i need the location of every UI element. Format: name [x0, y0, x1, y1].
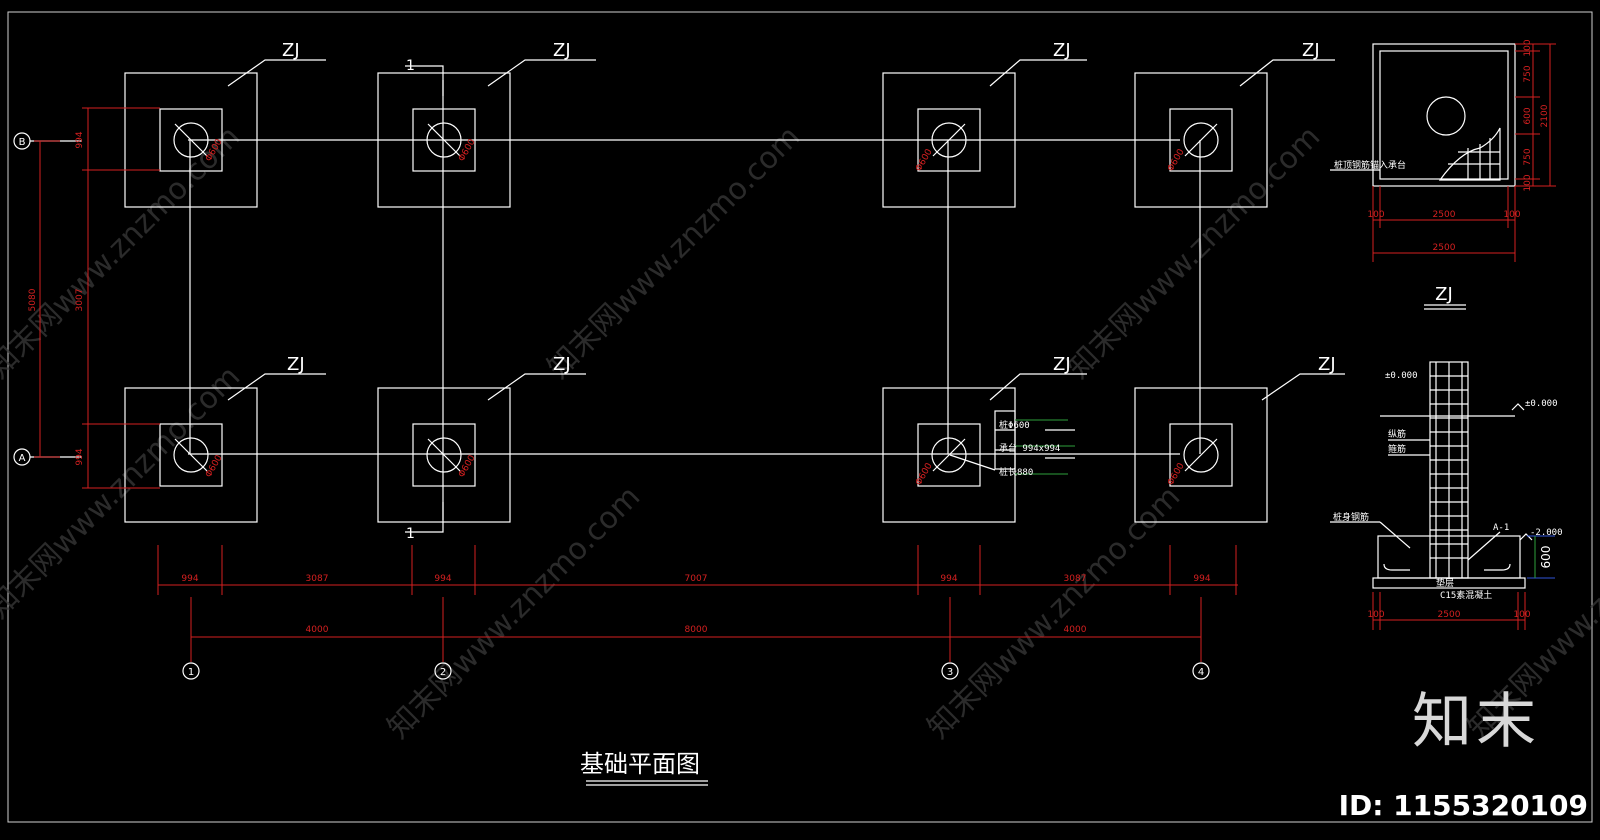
pile-labels: Φ600 Φ600 Φ600 Φ600 Φ600 Φ600 Φ600 Φ600 [204, 137, 1187, 487]
brand-logo: 知末 [1412, 687, 1540, 757]
plan-dim: 600 [1523, 107, 1533, 124]
section-dim-width: 2500 [1438, 610, 1461, 620]
section-cut-mark: 1 1 [405, 58, 444, 542]
left-dimensions: 5080 994 3007 994 [28, 107, 160, 489]
section-note: 箍筋 [1388, 443, 1406, 455]
axis-label-4: 4 [1198, 667, 1204, 678]
pile-label: Φ600 [1166, 147, 1187, 173]
dim-total: 8000 [685, 625, 708, 635]
footing-b3 [882, 72, 1016, 208]
dim-left-middle: 3007 [75, 289, 85, 312]
footing-tag: ZJ [287, 354, 305, 375]
footing-tag: ZJ [553, 354, 571, 375]
footing-a2 [377, 387, 511, 523]
pile-note: 桩身钢筋 [1333, 511, 1369, 523]
dim-total: 4000 [1064, 625, 1087, 635]
axis-label-2: 2 [440, 667, 446, 678]
watermark-text: 知末网www.znzmo.com [921, 479, 1187, 745]
drawing-title: 基础平面图 [580, 750, 700, 778]
plan-dim: 750 [1523, 65, 1533, 82]
dim-label: 7007 [685, 574, 708, 584]
footing-tag: ZJ [553, 40, 571, 61]
plan-dim-edge: 100 [1503, 210, 1520, 220]
zj-section-detail: ±0.000 ±0.000 纵筋 箍筋 桩身钢筋 A-1 -2.000 垫层 C… [1330, 361, 1563, 630]
pile-label: Φ600 [1166, 461, 1187, 487]
dim-label: 994 [940, 574, 957, 584]
dim-left-overall: 5080 [28, 288, 38, 311]
footing-tag: ZJ [1318, 354, 1336, 375]
footing-a4 [1134, 387, 1268, 523]
footing-tag: ZJ [1302, 40, 1320, 61]
footing-b1 [124, 72, 258, 208]
callout-line: 桩长880 [999, 466, 1033, 478]
base-label: 垫层 [1436, 577, 1454, 589]
dim-label: 3087 [306, 574, 329, 584]
footing-b4 [1134, 72, 1268, 208]
bottom-dimensions: 994 3087 994 7007 994 3087 994 4000 8000… [157, 545, 1238, 662]
drawing-frame [7, 11, 1593, 823]
pile-label: Φ600 [914, 461, 935, 487]
footing-tag: ZJ [1053, 354, 1071, 375]
dim-label: 994 [434, 574, 451, 584]
section-mark-label: 1 [406, 526, 415, 542]
watermark-text: 知末网www.znzmo.com [541, 119, 807, 385]
footing-tag: ZJ [282, 40, 300, 61]
axis-label-3: 3 [947, 667, 953, 678]
footing-a1 [124, 387, 258, 523]
footings [124, 72, 1268, 523]
axis-label-a: A [19, 453, 26, 464]
elev-top: ±0.000 [1525, 399, 1558, 409]
watermark-layer: 知末网www.znzmo.com 知末网www.znzmo.com 知末网www… [0, 119, 1600, 745]
elev-bottom: -2.000 [1530, 528, 1563, 538]
dim-left-edge: 994 [75, 131, 85, 148]
pile-label: Φ600 [914, 147, 935, 173]
section-dim-edge: 100 [1367, 610, 1384, 620]
plan-dim-inner: 2500 [1433, 210, 1456, 220]
detail-tag: ZJ [1435, 284, 1453, 305]
dim-total: 4000 [306, 625, 329, 635]
plan-detail-note: 桩顶钢筋锚入承台 [1334, 159, 1406, 171]
watermark-text: 知末网www.znzmo.com [381, 479, 647, 745]
axis-label-b: B [19, 137, 26, 148]
callout-line: 承台 994x994 [999, 442, 1060, 454]
plan-dim-outer: 2500 [1433, 243, 1456, 253]
dim-label: 994 [1193, 574, 1210, 584]
footing-tag: ZJ [1053, 40, 1071, 61]
watermark-text: 知末网www.znzmo.com [1061, 119, 1327, 385]
pile-callout: 桩Φ600 承台 994x994 桩长880 [949, 410, 1075, 478]
section-dim-edge: 100 [1513, 610, 1530, 620]
footing-a3 [882, 387, 1016, 523]
plan-dim: 100 [1523, 174, 1533, 191]
plan-dim-total: 2100 [1540, 104, 1550, 127]
section-note: 纵筋 [1388, 428, 1406, 440]
axis-label-1: 1 [188, 667, 194, 678]
footing-b2 [377, 72, 511, 208]
base-note: C15素混凝土 [1440, 589, 1492, 601]
section-mark-label: 1 [406, 58, 415, 74]
dim-left-edge: 994 [75, 448, 85, 465]
plan-dim-edge: 100 [1367, 210, 1384, 220]
watermark-text: 知末网www.znzmo.com [0, 359, 247, 625]
dim-label: 3087 [1064, 574, 1087, 584]
plan-dim: 750 [1523, 148, 1533, 165]
tie-beams [188, 80, 1201, 520]
zj-leaders: ZJ ZJ ZJ ZJ ZJ ZJ ZJ ZJ [227, 40, 1345, 401]
section-top-label: ±0.000 [1385, 371, 1418, 381]
asset-id-label: ID: 1155320109 [1338, 789, 1588, 822]
rebar-label: A-1 [1493, 523, 1509, 533]
callout-line: 桩Φ600 [999, 419, 1030, 431]
plan-dim: 100 [1523, 39, 1533, 56]
dim-label: 994 [181, 574, 198, 584]
section-dim-height: 600 [1539, 546, 1553, 569]
zj-plan-detail: 桩顶钢筋锚入承台 100 750 600 750 100 2100 100 25… [1330, 39, 1556, 310]
